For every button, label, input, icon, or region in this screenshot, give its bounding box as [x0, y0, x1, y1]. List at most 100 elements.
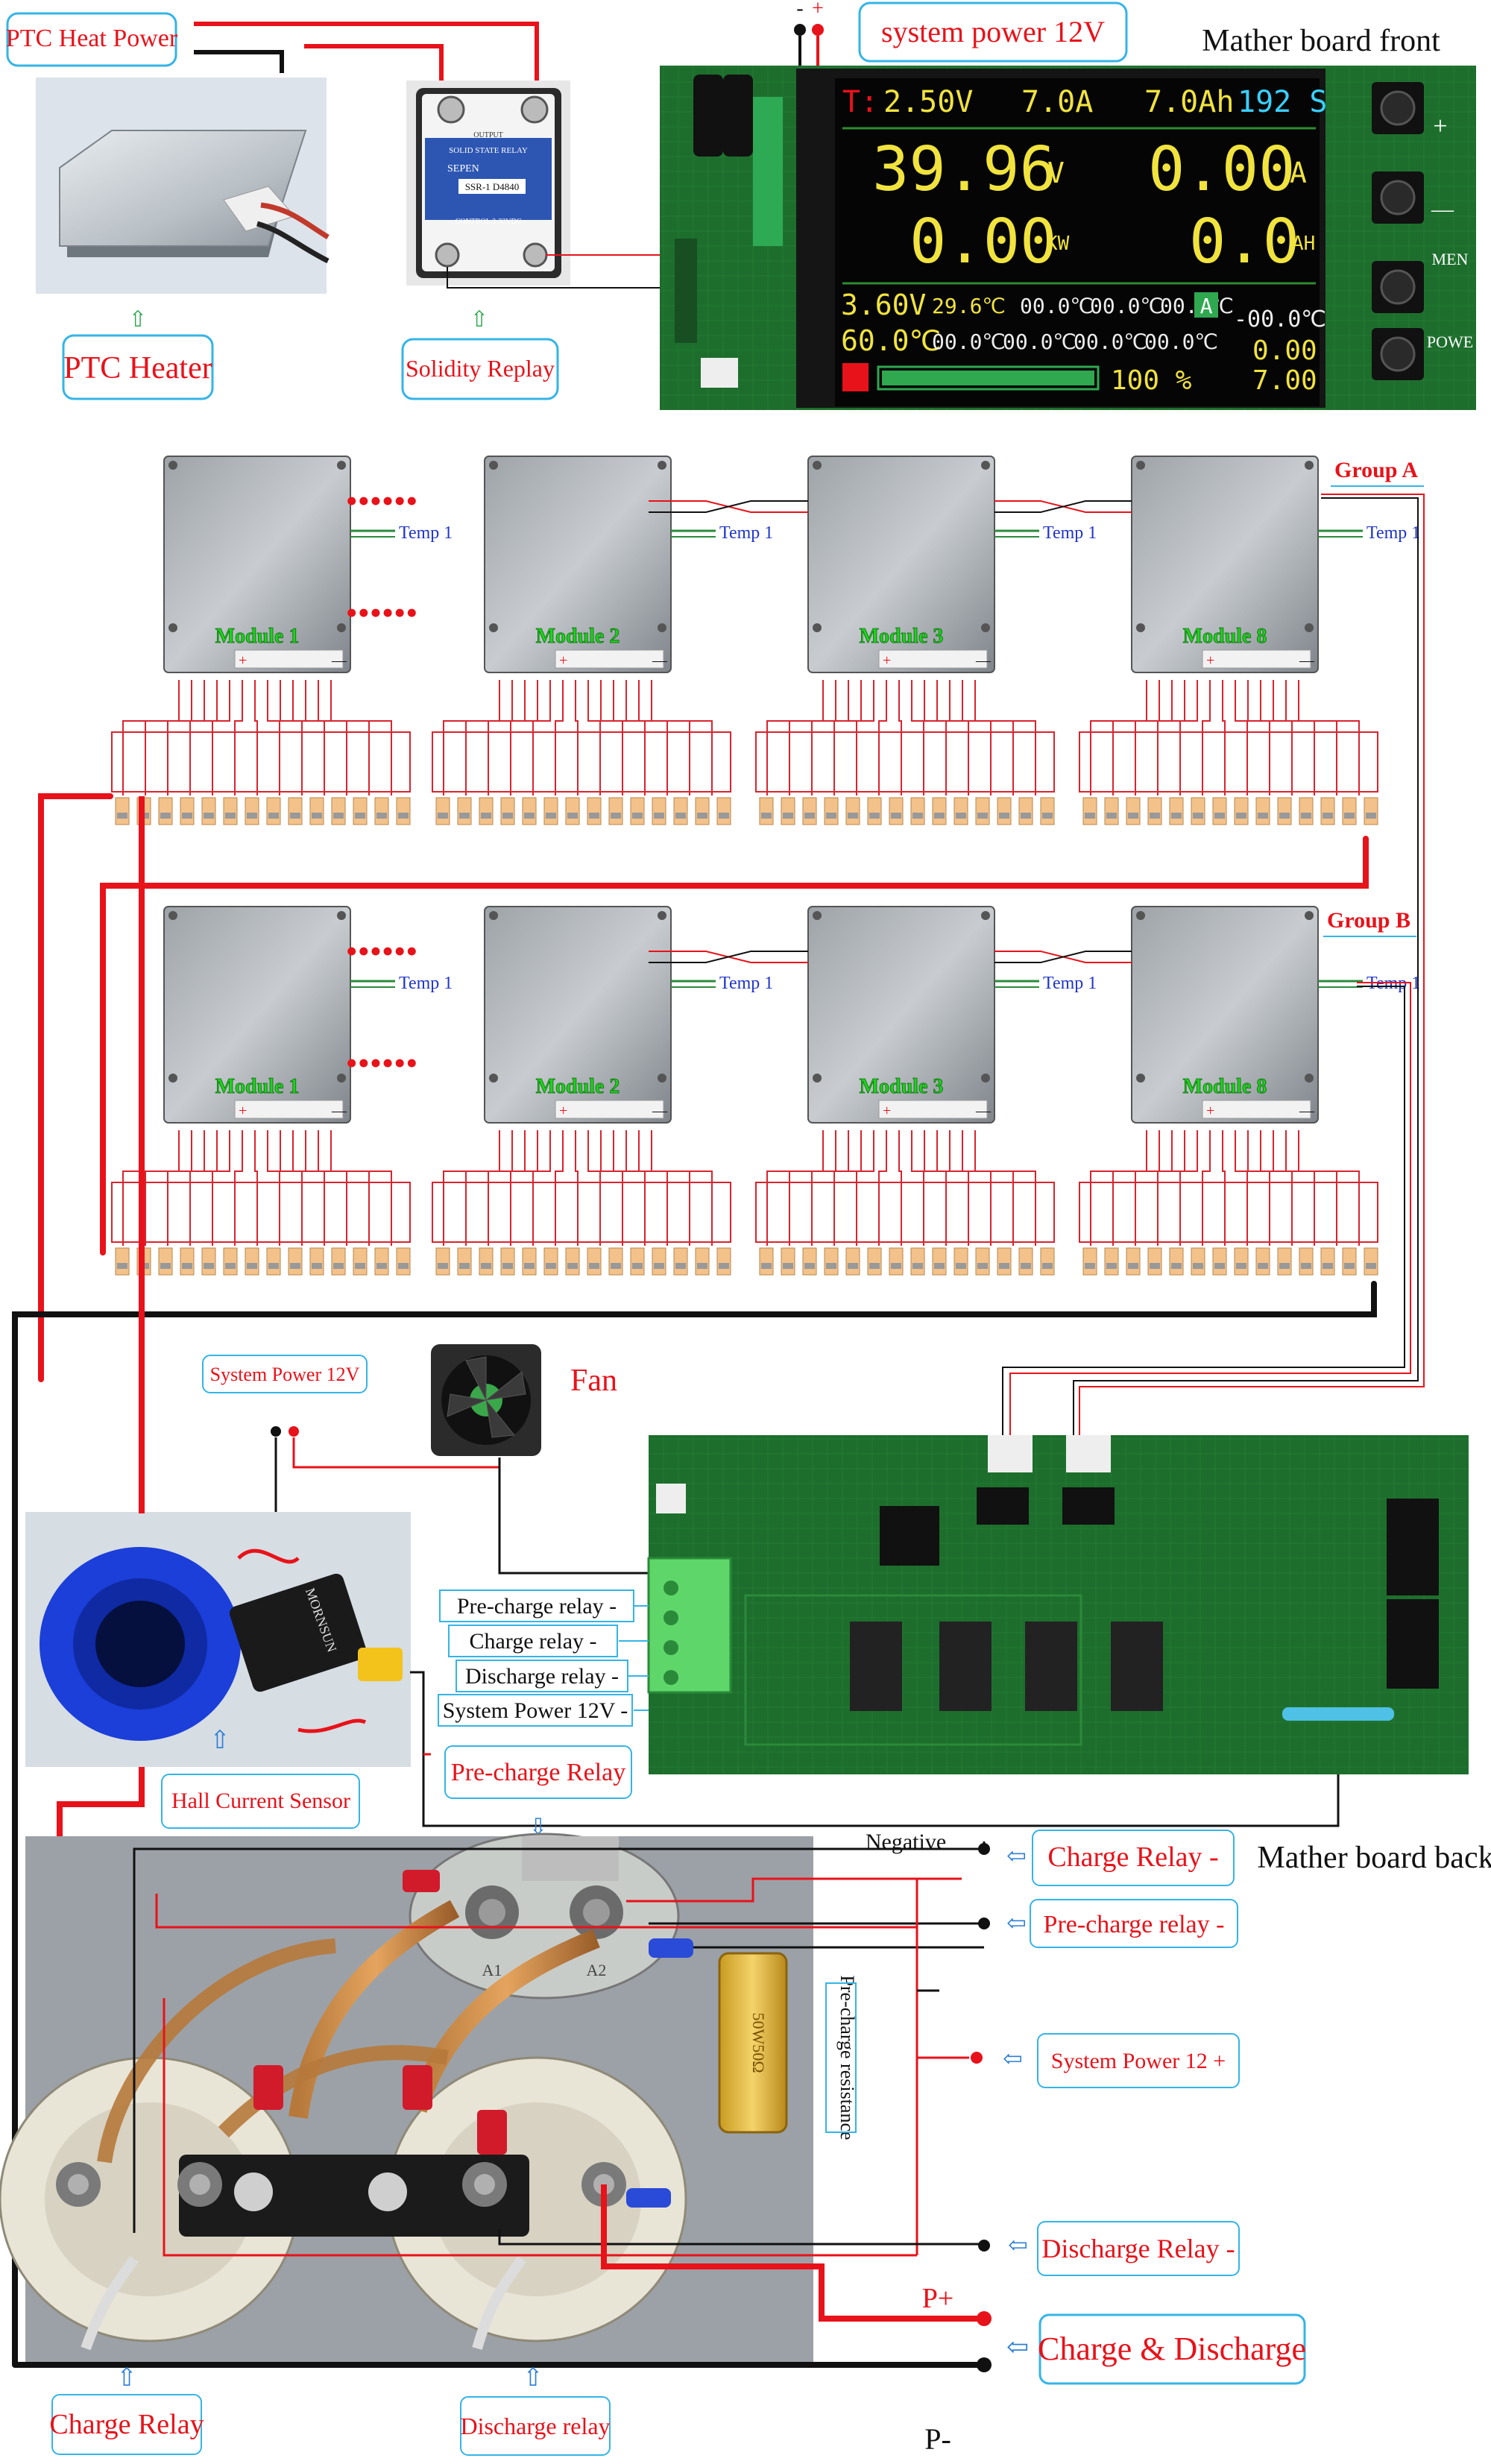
charge-relay-minus-label: ⇦ Charge Relay - [1006, 1830, 1235, 1886]
pre-charge-relay-label: Pre-charge Relay [444, 1745, 632, 1799]
green-connector [647, 1557, 732, 1694]
ptc-heater-image [36, 78, 330, 294]
svg-text:0.00: 0.00 [1148, 134, 1295, 205]
ellipsis-dots: •••••• [346, 593, 418, 631]
mother-board-back [649, 1435, 1469, 1774]
svg-text:Charge Relay: Charge Relay [49, 2409, 204, 2440]
svg-text:50W50Ω: 50W50Ω [749, 2012, 768, 2073]
cell-connector-strip [1082, 1247, 1378, 1276]
module-link-wires [994, 951, 1132, 963]
balance-harness [1079, 680, 1378, 795]
arrow-up-icon: ⇧ [116, 2364, 138, 2392]
svg-text:—: — [652, 652, 668, 669]
svg-text:0.0: 0.0 [1189, 207, 1299, 277]
svg-text:Pre-charge relay -: Pre-charge relay - [1044, 1911, 1225, 1938]
balance-harness [111, 680, 411, 795]
system-power-lower-label: System Power 12V [202, 1355, 368, 1393]
ptc-heat-power-label: PTC Heat Power [6, 12, 178, 67]
svg-text:—: — [975, 652, 992, 669]
system-power-top: - + system power 12V [794, 0, 1128, 82]
hall-current-sensor-label: Hall Current Sensor [161, 1774, 360, 1829]
svg-text:0.00: 0.00 [1252, 335, 1317, 366]
cell-connector-strip [115, 797, 411, 825]
svg-text:—: — [331, 1103, 347, 1119]
svg-text:KW: KW [1046, 233, 1070, 255]
svg-text:00.0℃: 00.0℃ [1144, 330, 1218, 354]
plus-button: + [1372, 82, 1448, 140]
temp-label: Temp 1 [1367, 523, 1420, 543]
svg-text:7.0A: 7.0A [1021, 85, 1093, 119]
svg-text:PTC Heat Power: PTC Heat Power [6, 25, 178, 52]
svg-text:CONTROL 3-32VDC: CONTROL 3-32VDC [456, 218, 522, 226]
charge-relay-label: Charge Relay [49, 2394, 204, 2455]
discharge-relay-label: Discharge relay [460, 2396, 611, 2456]
svg-text:+: + [883, 1103, 891, 1119]
cell-connector-strip [759, 1247, 1055, 1276]
balance-harness [432, 1130, 731, 1246]
ellipsis-dots: •••••• [346, 482, 418, 520]
module-name: Module 1 [215, 625, 300, 648]
module-link-wires [649, 951, 808, 963]
svg-text:A1: A1 [482, 1961, 502, 1979]
svg-text:T:: T: [842, 85, 878, 119]
cell-connector-strip [115, 1247, 411, 1276]
connector-labels: Pre-charge relay - Charge relay - Discha… [438, 1589, 649, 1727]
svg-text:+: + [883, 652, 891, 669]
svg-text:—: — [1299, 1103, 1315, 1119]
cell-connector-strip [1082, 797, 1378, 825]
svg-text:POWE: POWE [1427, 333, 1473, 351]
temp-label: Temp 1 [1043, 974, 1097, 993]
module-name: Module 3 [860, 1075, 944, 1098]
module-link-wires [994, 500, 1132, 513]
balance-harness [1079, 1130, 1378, 1246]
svg-text:Hall Current Sensor: Hall Current Sensor [171, 1789, 350, 1813]
group-b-label: Group B [1327, 908, 1410, 933]
menu-button: MEN [1372, 250, 1469, 313]
svg-text:29.6℃: 29.6℃ [932, 294, 1006, 318]
balance-harness [755, 680, 1055, 795]
group-a-module: Module 3+— [807, 456, 995, 673]
p-minus-label: P- [924, 2422, 951, 2456]
svg-text:00.0℃: 00.0℃ [1090, 294, 1164, 318]
svg-text:system power 12V: system power 12V [881, 15, 1105, 48]
balance-harness [432, 680, 731, 795]
negative-label: Negative [866, 1830, 946, 1854]
module-name: Module 8 [1183, 1075, 1267, 1098]
temp-label: Temp 1 [719, 523, 773, 543]
fan-image [431, 1344, 541, 1456]
p-plus-label: P+ [922, 2283, 954, 2314]
ellipsis-dots: •••••• [346, 932, 418, 970]
svg-text:Charge & Discharge: Charge & Discharge [1038, 2331, 1306, 2367]
svg-text:PTC Heater: PTC Heater [63, 351, 212, 385]
svg-text:+: + [559, 1103, 567, 1119]
svg-text:+: + [1433, 113, 1447, 140]
temp-sensor-wire: Temp 1 [994, 523, 1097, 543]
svg-text:—: — [652, 1103, 668, 1119]
right-terminals [971, 1843, 992, 2372]
svg-text:00.0℃: 00.0℃ [1020, 294, 1094, 318]
module-name: Module 1 [215, 1075, 300, 1098]
svg-text:—: — [1299, 652, 1315, 669]
svg-text:Discharge relay -: Discharge relay - [465, 1664, 619, 1689]
precharge-resistance-label: Pre-charge resistance [836, 1975, 858, 2140]
svg-text:⇦: ⇦ [1006, 1909, 1027, 1936]
svg-text:192 S: 192 S [1238, 85, 1327, 119]
svg-text:+: + [239, 1103, 247, 1119]
power-terminal-negative [271, 1426, 281, 1437]
svg-text:—: — [331, 652, 347, 669]
solidity-relay-label: Solidity Replay [401, 338, 559, 400]
balance-harness [111, 1130, 411, 1246]
svg-text:0.00: 0.00 [910, 207, 1056, 277]
svg-text:AH: AH [1292, 233, 1315, 255]
svg-text:SEPEN: SEPEN [447, 163, 479, 174]
svg-text:39.96: 39.96 [872, 134, 1056, 205]
svg-text:00.0℃: 00.0℃ [1074, 330, 1147, 354]
module-name: Module 8 [1183, 625, 1267, 648]
temp-label: Temp 1 [399, 523, 453, 543]
mother-board-back-label: Mather board back [1257, 1841, 1491, 1875]
svg-text:Pre-charge relay -: Pre-charge relay - [457, 1594, 617, 1619]
group-a-module: Module 8+— [1131, 456, 1319, 673]
svg-text:7.0Ah: 7.0Ah [1144, 85, 1234, 119]
